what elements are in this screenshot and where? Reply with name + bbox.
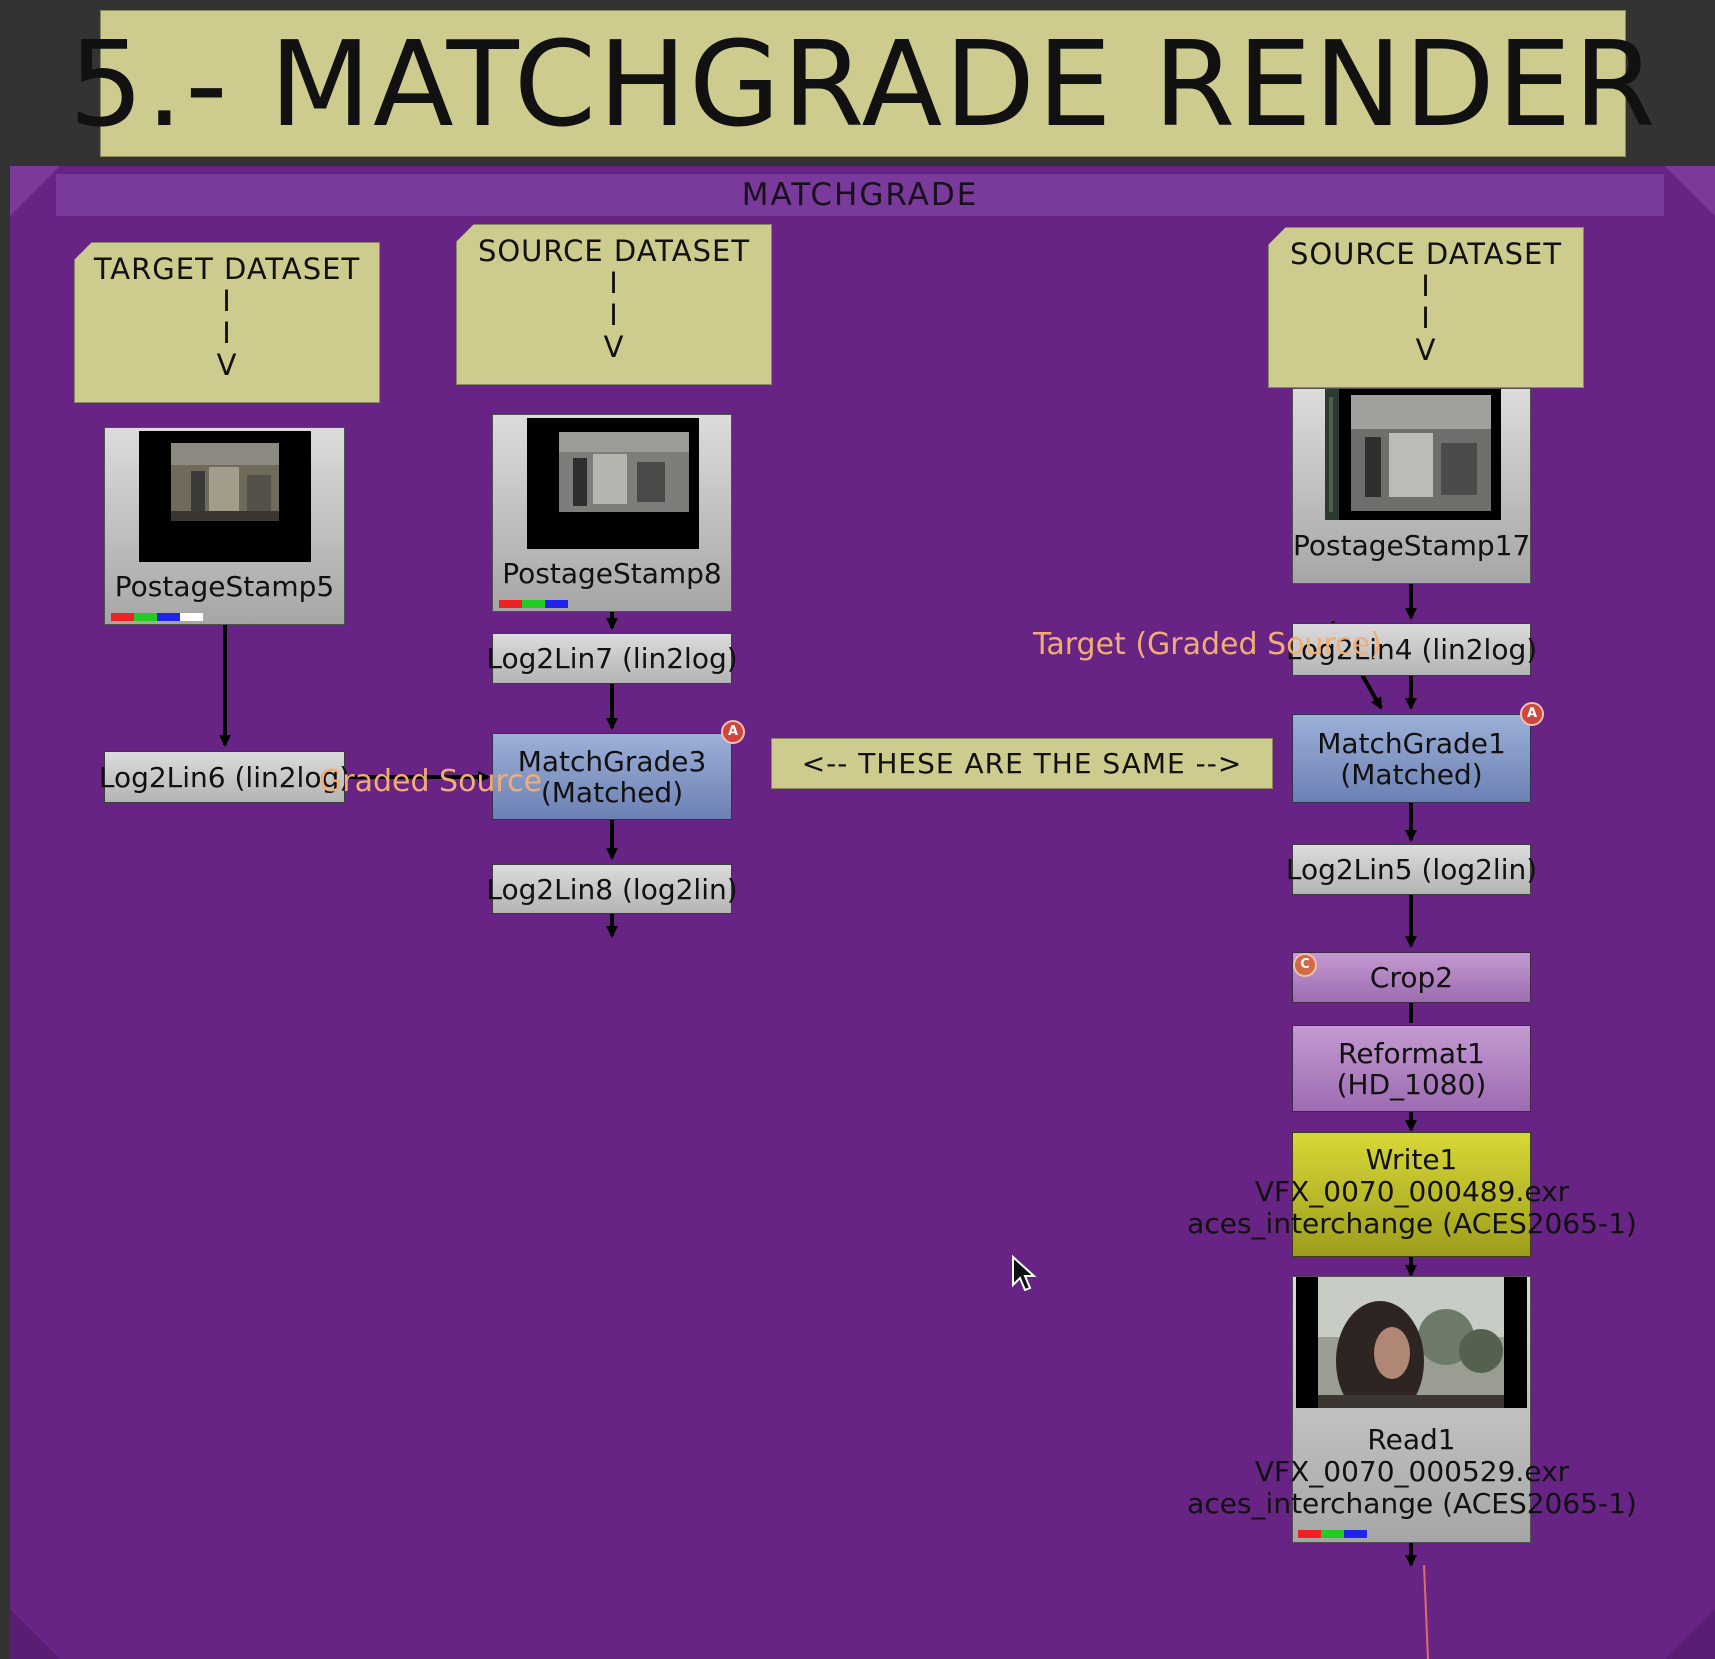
node-label: Log2Lin7 (lin2log) [486, 642, 738, 675]
node-log2lin5[interactable]: Log2Lin5 (log2lin) [1286, 844, 1537, 895]
node-label: MatchGrade3 [517, 744, 707, 778]
channel-swatch [499, 600, 568, 608]
sticky-arrow-head: V [216, 348, 238, 382]
backdrop-resize-handle[interactable] [1655, 1599, 1715, 1659]
backdrop-label: MATCHGRADE [56, 174, 1664, 216]
node-label: Log2Lin5 (log2lin) [1285, 853, 1538, 886]
node-label: Read1 [1367, 1423, 1456, 1456]
node-label: PostageStamp17 [1293, 529, 1531, 562]
thumbnail-image [1325, 389, 1501, 520]
thumbnail-image [1296, 1277, 1527, 1421]
sticky-title: SOURCE DATASET [477, 234, 751, 268]
sticky-arrow-line: I [1421, 301, 1431, 335]
sticky-title: SOURCE DATASET [1289, 237, 1563, 271]
clone-badge-icon: C [1293, 953, 1317, 977]
node-label: Log2Lin4 (lin2log) [1285, 633, 1538, 666]
node-sublabel: (HD_1080) [1336, 1067, 1487, 1101]
node-label: MatchGrade1 [1317, 726, 1506, 760]
thumbnail-image [1318, 1277, 1504, 1421]
node-postagestamp8[interactable]: PostageStamp8 [492, 414, 732, 612]
node-log2lin8[interactable]: Log2Lin8 (log2lin) [486, 864, 738, 914]
thumbnail-image [139, 431, 311, 562]
node-colorspace-label: aces_interchange (ACES2065-1) [1187, 1207, 1637, 1240]
thumbnail-image [527, 418, 699, 549]
node-reformat1[interactable]: Reformat1 (HD_1080) [1292, 1025, 1531, 1112]
sticky-arrow-head: V [603, 330, 625, 364]
sticky-arrow-line: I [222, 316, 232, 350]
sticky-source-dataset-right[interactable]: SOURCE DATASET I I V [1268, 227, 1584, 388]
node-log2lin4[interactable]: Log2Lin4 (lin2log) [1286, 623, 1537, 676]
node-label: Crop2 [1369, 961, 1454, 994]
channel-swatch [1298, 1530, 1367, 1538]
sticky-arrow-line: I [1421, 269, 1431, 303]
backdrop-corner-topright[interactable] [1655, 166, 1715, 226]
node-crop2[interactable]: Crop2 [1292, 952, 1531, 1003]
thumbnail-image [1325, 389, 1491, 520]
node-write1[interactable] [1292, 1132, 1531, 1257]
node-label: Log2Lin8 (log2lin) [486, 872, 738, 906]
node-label: Write1 [1365, 1143, 1458, 1176]
channel-swatch [111, 613, 203, 621]
backdrop-corner-topleft[interactable] [10, 166, 70, 226]
node-label: PostageStamp8 [502, 557, 722, 590]
node-colorspace-label: aces_interchange (ACES2065-1) [1187, 1487, 1637, 1520]
sticky-target-dataset[interactable]: TARGET DATASET I I V [74, 242, 380, 403]
mouse-cursor-icon [1012, 1255, 1037, 1292]
backdrop-corner-bottomleft[interactable] [10, 1599, 70, 1659]
node-matchgrade1[interactable]: MatchGrade1 (Matched) [1292, 714, 1531, 803]
node-label: Log2Lin6 (lin2log) [98, 760, 351, 794]
wire-read1-viewer [1423, 1564, 1429, 1659]
sticky-source-dataset-left[interactable]: SOURCE DATASET I I V [456, 224, 772, 385]
sticky-same-callout[interactable]: <-- THESE ARE THE SAME --> [771, 738, 1273, 789]
node-file-label: VFX_0070_000529.exr [1254, 1455, 1570, 1488]
node-sublabel: (Matched) [540, 775, 684, 809]
node-log2lin7[interactable]: Log2Lin7 (lin2log) [486, 633, 738, 684]
analysis-badge-icon: A [721, 720, 745, 744]
node-log2lin6[interactable]: Log2Lin6 (lin2log) [99, 751, 350, 803]
node-postagestamp5[interactable]: PostageStamp5 [104, 427, 345, 625]
sticky-arrow-line: I [609, 266, 619, 300]
node-read1[interactable] [1292, 1276, 1531, 1543]
page-title: 5.- MATCHGRADE RENDER [69, 10, 1655, 157]
sticky-arrow-line: I [609, 298, 619, 332]
link-label-graded-source: Graded Source [319, 764, 543, 799]
sticky-title: TARGET DATASET [93, 252, 361, 286]
node-matchgrade3[interactable]: MatchGrade3 (Matched) [492, 733, 732, 820]
thumbnail-image [171, 443, 279, 521]
thumbnail-image [559, 432, 689, 512]
node-sublabel: (Matched) [1340, 757, 1483, 791]
node-label: Reformat1 [1338, 1036, 1485, 1070]
sticky-arrow-line: I [222, 284, 232, 318]
node-postagestamp17[interactable]: PostageStamp17 [1292, 388, 1531, 584]
link-label-target-graded-source: Target (Graded Source) [1033, 627, 1382, 662]
analysis-badge-icon: A [1520, 702, 1544, 726]
sticky-arrow-head: V [1415, 333, 1437, 367]
node-file-label: VFX_0070_000489.exr [1254, 1175, 1570, 1208]
node-label: PostageStamp5 [114, 570, 335, 603]
